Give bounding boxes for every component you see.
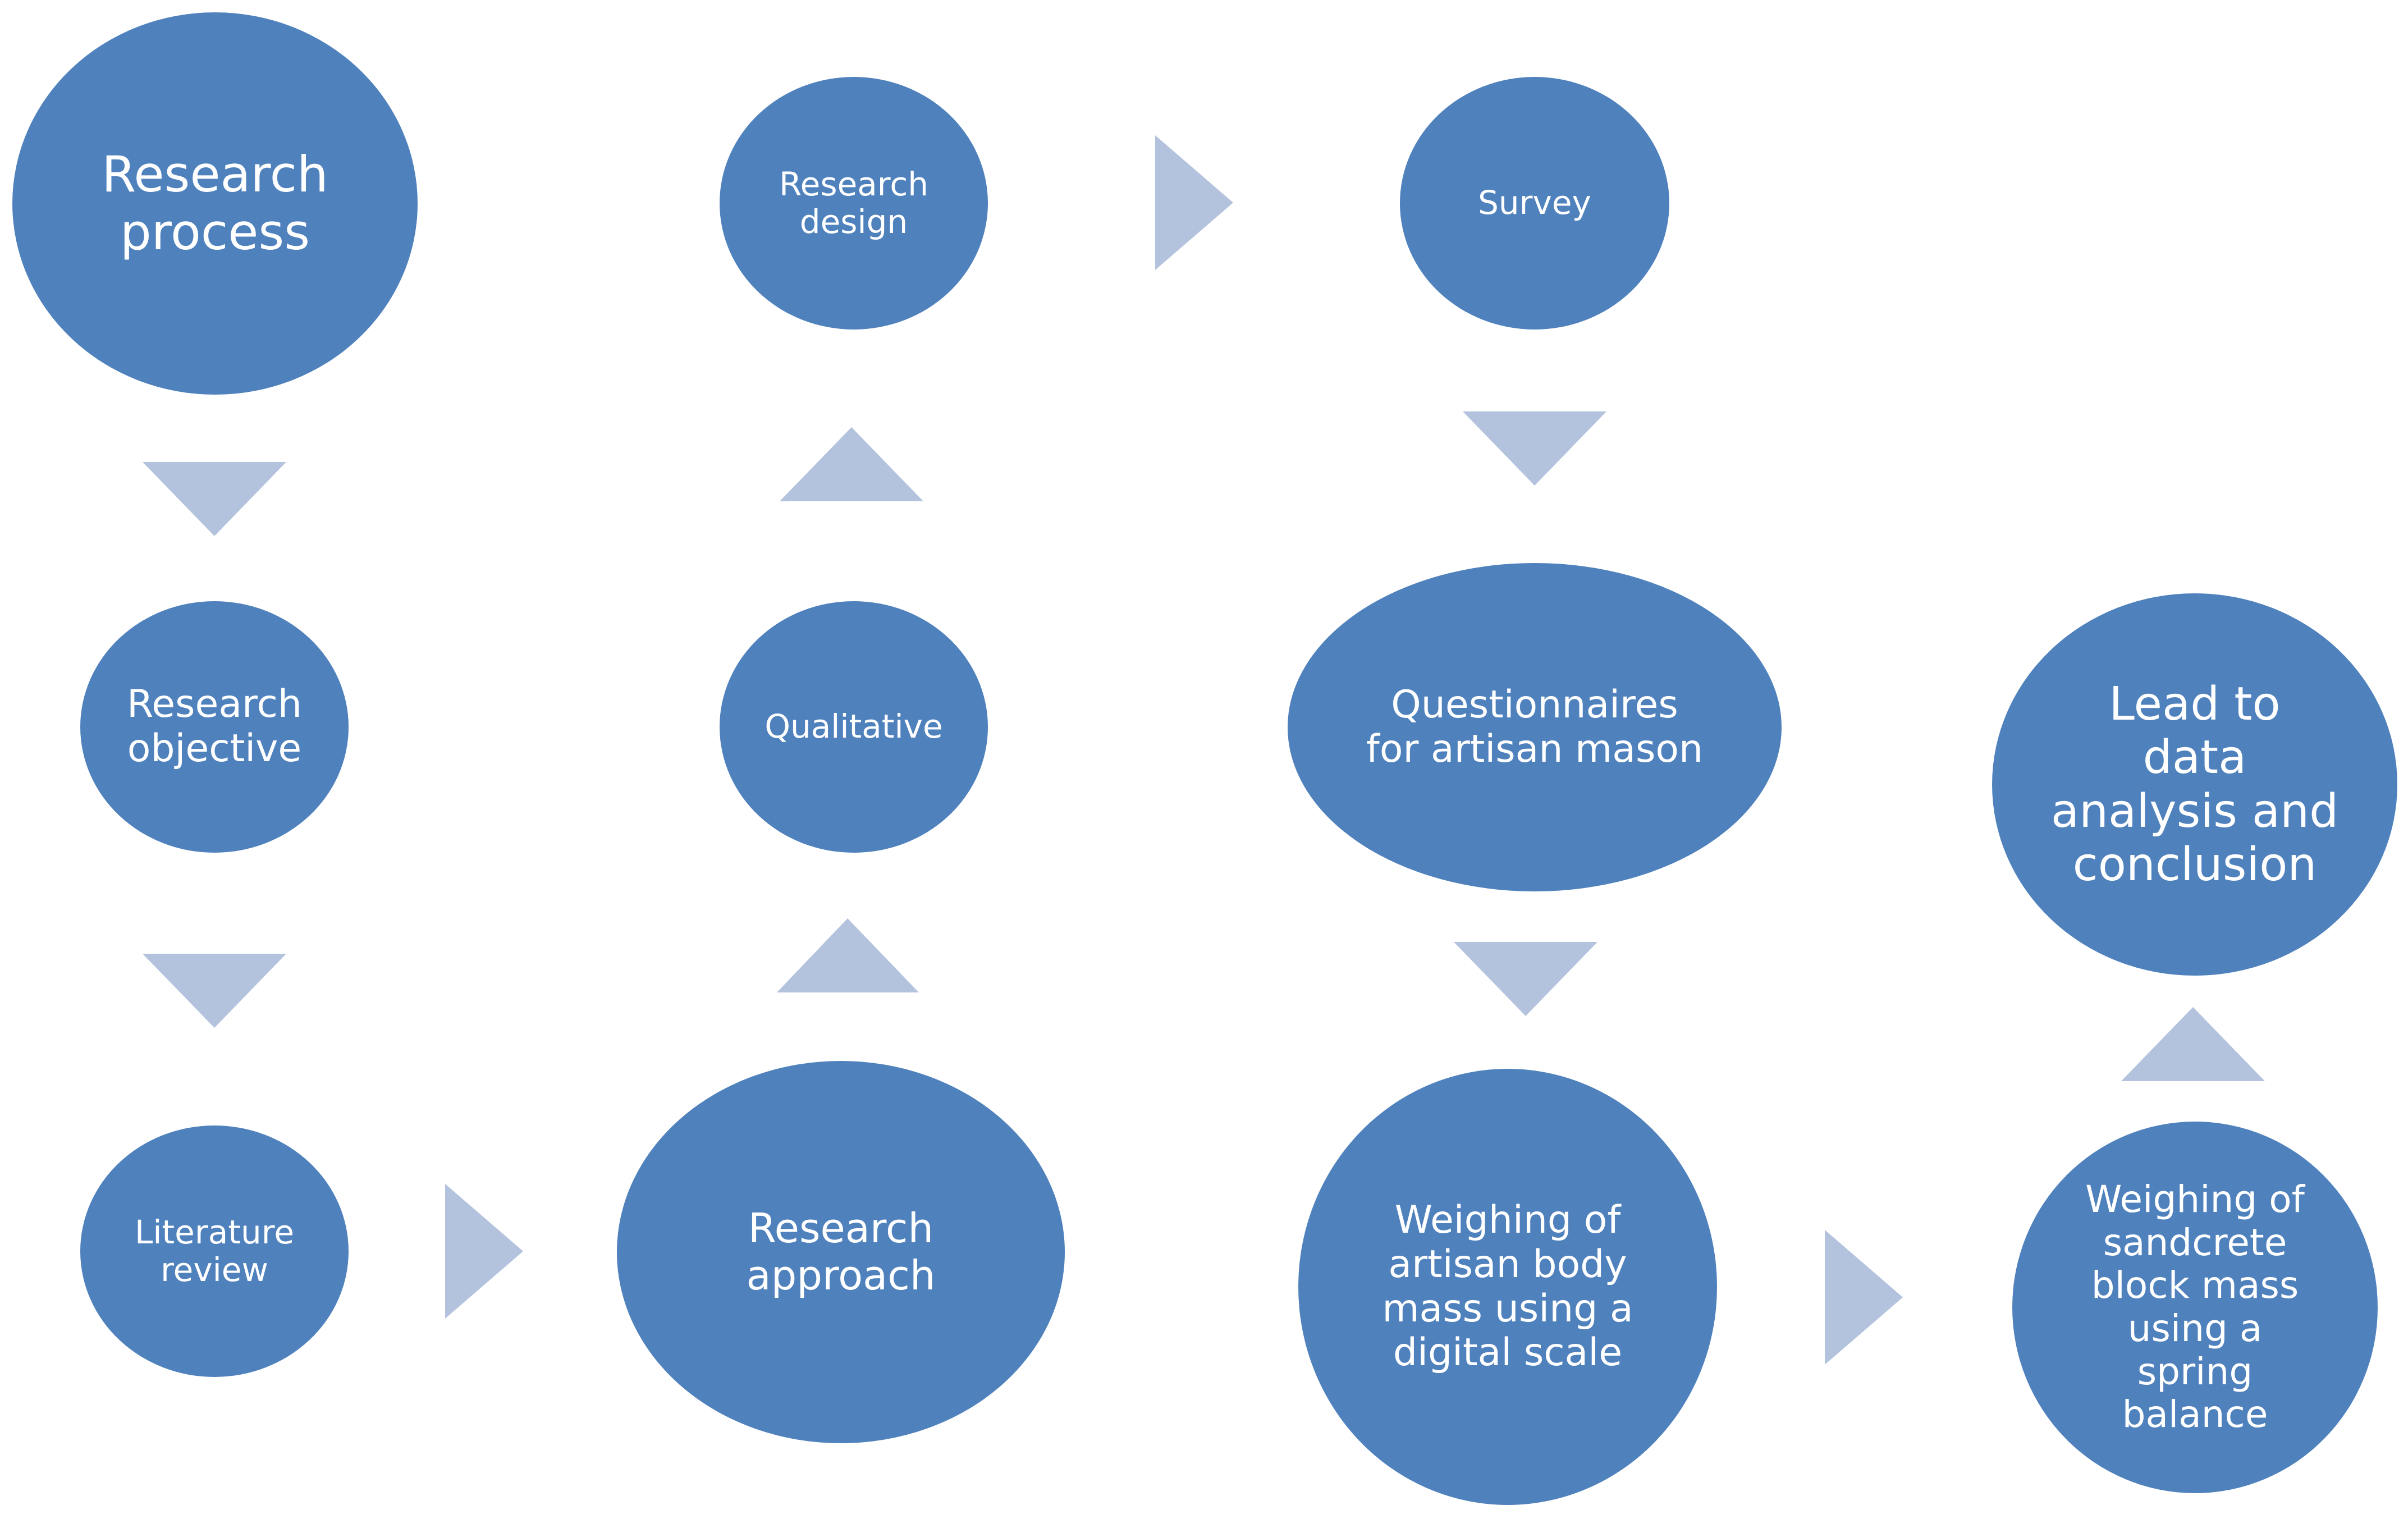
arrow-down-3-shape: [1463, 411, 1606, 486]
node-questionnaires: Questionnaires for artisan mason: [1288, 563, 1782, 891]
arrow-down-2-shape: [143, 954, 286, 1028]
arrow-up-2-shape: [780, 427, 923, 501]
node-research-approach: Research approach: [617, 1061, 1065, 1443]
node-research-design: Research design: [720, 77, 988, 330]
arrow-down-4-shape: [1454, 942, 1597, 1016]
node-weighing-body-mass-label: Weighing of artisan body mass using a di…: [1382, 1197, 1633, 1375]
node-research-approach-label: Research approach: [746, 1204, 936, 1299]
node-research-objective: Research objective: [80, 601, 349, 853]
arrow-up-1-shape: [777, 918, 919, 992]
node-qualitative-label: Qualitative: [764, 707, 943, 746]
arrow-down-2: [143, 954, 286, 1028]
node-weighing-body-mass: Weighing of artisan body mass using a di…: [1298, 1069, 1717, 1505]
node-literature-review: Literature review: [80, 1125, 349, 1377]
arrow-up-2: [780, 427, 923, 501]
node-survey: Survey: [1400, 77, 1669, 330]
arrow-down-4: [1454, 942, 1597, 1016]
node-weighing-block-mass-label: Weighing of sandcrete block mass using a…: [2085, 1178, 2305, 1436]
node-literature-review-label: Literature review: [135, 1213, 294, 1289]
arrow-up-3: [2121, 1007, 2265, 1081]
arrow-right-1-shape: [445, 1184, 523, 1319]
node-weighing-block-mass: Weighing of sandcrete block mass using a…: [2012, 1122, 2378, 1493]
node-conclusion-label: Lead to data analysis and conclusion: [2050, 678, 2339, 891]
arrow-right-2-shape: [1155, 135, 1233, 270]
node-research-objective-label: Research objective: [127, 682, 302, 771]
node-questionnaires-label: Questionnaires for artisan mason: [1366, 682, 1704, 771]
node-research-process: Research process: [12, 12, 418, 395]
node-research-process-label: Research process: [102, 145, 328, 261]
arrow-down-3: [1463, 411, 1606, 486]
arrow-down-1: [143, 462, 286, 536]
node-qualitative: Qualitative: [720, 601, 988, 853]
arrow-up-3-shape: [2121, 1007, 2265, 1081]
arrow-right-3: [1825, 1230, 1903, 1365]
arrow-up-1: [777, 918, 919, 992]
arrow-down-1-shape: [143, 462, 286, 536]
node-conclusion: Lead to data analysis and conclusion: [1992, 593, 2397, 976]
node-survey-label: Survey: [1478, 184, 1591, 222]
node-research-design-label: Research design: [779, 164, 929, 241]
arrow-right-3-shape: [1825, 1230, 1903, 1365]
arrow-right-1: [445, 1184, 523, 1319]
arrow-right-2: [1155, 135, 1233, 270]
